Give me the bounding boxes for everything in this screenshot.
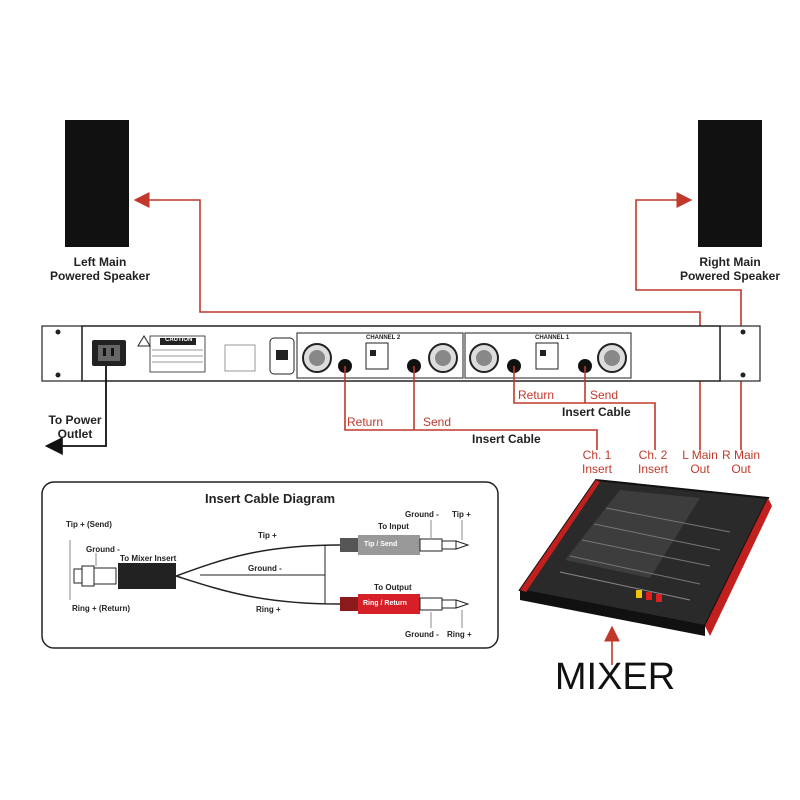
ch1-line1: Ch. 1 [582,448,612,462]
insert-cable-left-label: Insert Cable [472,432,541,446]
right-speaker-label: Right Main Powered Speaker [660,255,800,283]
to-output-label: To Output [374,583,412,592]
return-right-label: Return [518,388,555,402]
l-main-line2: Out [690,462,710,476]
right-speaker [698,120,762,247]
ring-return-jack-label: Ring / Return [363,600,407,607]
left-speaker-line2: Powered Speaker [49,269,151,283]
ring-plus-mid-label: Ring + [256,605,281,614]
to-mixer-insert-label: To Mixer Insert [120,554,177,563]
channel1-label: CHANNEL 1 [535,335,570,341]
tip-send-label: Tip + (Send) [66,520,112,529]
r-main-line2: Out [731,462,751,476]
r-main-line1: R Main [721,448,760,462]
right-speaker-line2: Powered Speaker [679,269,781,283]
ground-mid-label: Ground - [248,564,282,573]
caution-label: CAUTION [165,337,193,343]
insert-diagram-title: Insert Cable Diagram [204,491,336,506]
left-speaker-line1: Left Main [73,255,127,269]
l-main-out-label: L Main Out [675,448,725,476]
power-label: To Power Outlet [40,413,110,441]
r-main-out-label: R Main Out [716,448,766,476]
insert-cable-right-label: Insert Cable [562,405,631,419]
right-speaker-line1: Right Main [699,255,761,269]
channel2-label: CHANNEL 2 [366,335,401,341]
l-main-line1: L Main [682,448,718,462]
left-speaker-label: Left Main Powered Speaker [30,255,170,283]
send-right-label: Send [590,388,619,402]
wire-return-ch2 [344,366,598,450]
ch2-line1: Ch. 2 [638,448,668,462]
ch1-insert-label: Ch. 1 Insert [572,448,622,476]
to-input-label: To Input [378,522,409,531]
ground-bottom-right-label: Ground - [405,630,439,639]
return-left-label: Return [347,415,384,429]
power-line2: Outlet [57,427,93,441]
send-left-label: Send [423,415,452,429]
ch2-line2: Insert [637,462,668,476]
mixer-device [518,478,772,636]
power-line1: To Power [48,413,102,427]
ring-return-label: Ring + (Return) [72,604,130,613]
left-speaker [65,120,129,247]
ground-left-label: Ground - [86,545,120,554]
insert-cable-drawing [69,520,470,628]
ring-bottom-right-label: Ring + [447,630,472,639]
rack-processor [41,325,761,382]
ground-top-right-label: Ground - [405,510,439,519]
tip-plus-mid-label: Tip + [258,531,277,540]
ch1-line2: Insert [581,462,612,476]
ch2-insert-label: Ch. 2 Insert [628,448,678,476]
mixer-title: MIXER [554,656,676,698]
wire-power [44,366,107,455]
tip-send-jack-label: Tip / Send [364,541,398,548]
tip-top-right-label: Tip + [452,510,471,519]
